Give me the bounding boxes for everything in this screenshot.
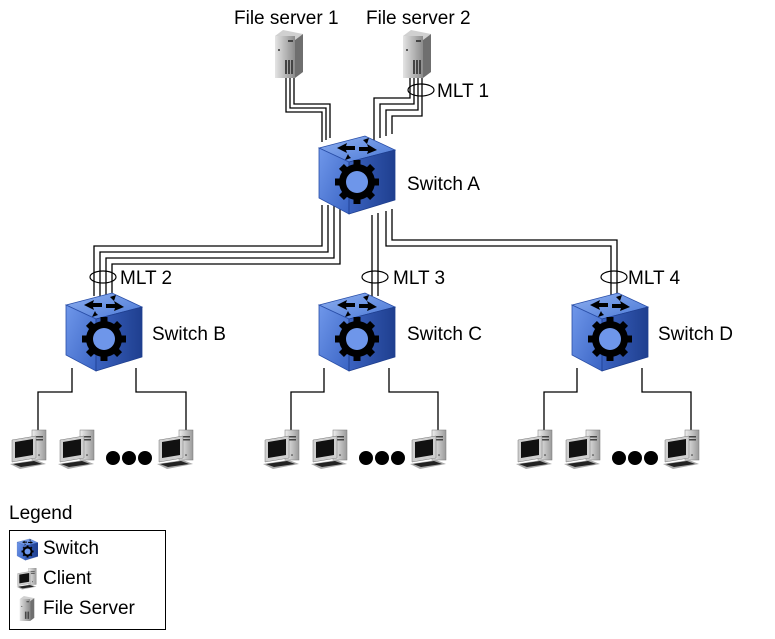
ellipsis-dot <box>122 451 136 465</box>
client-group-switch-b <box>9 429 194 470</box>
link-fs1-switch-a <box>285 78 323 142</box>
switch-icon <box>571 292 649 372</box>
mlt-4-ring <box>600 270 628 284</box>
link-switch-a-switch-d <box>391 209 618 296</box>
links <box>37 78 692 430</box>
link-switch-c-client <box>388 368 439 430</box>
client-icon <box>563 429 601 470</box>
client-icon <box>156 429 194 470</box>
switch-c-label: Switch C <box>407 324 482 345</box>
client-icon <box>16 568 37 590</box>
client-icon <box>9 429 47 470</box>
legend-title: Legend <box>9 503 73 524</box>
ellipsis-dot <box>644 451 658 465</box>
client-group-switch-d <box>515 429 700 470</box>
client-icon <box>515 429 553 470</box>
ellipsis-dot <box>391 451 405 465</box>
link-switch-d-client <box>641 368 692 430</box>
legend-item-file-server: File Server <box>16 595 135 623</box>
link-switch-a-switch-b <box>111 205 341 296</box>
ellipsis-dot <box>375 451 389 465</box>
file-server-2-label: File server 2 <box>366 8 471 29</box>
link-fs2-switch-a <box>385 78 419 136</box>
mlt-2-ring <box>89 270 117 284</box>
switch-d-label: Switch D <box>658 324 733 345</box>
mlt-3-label: MLT 3 <box>393 268 445 289</box>
ellipsis-dot <box>138 451 152 465</box>
client-icon <box>409 429 447 470</box>
legend-item-switch: Switch <box>16 535 99 563</box>
file-server-1: File server 1 <box>234 8 339 78</box>
file-server-icon <box>403 30 431 78</box>
link-switch-c-client <box>290 368 325 430</box>
switch-a-label: Switch A <box>407 174 480 195</box>
link-fs1-switch-a <box>289 78 327 140</box>
client-icon <box>662 429 700 470</box>
link-switch-d-client <box>543 368 578 430</box>
switch-icon <box>16 538 38 561</box>
link-fs1-switch-a <box>293 78 331 138</box>
mlt-3-ring <box>361 270 389 284</box>
ellipsis-dot <box>612 451 626 465</box>
client-group-switch-c <box>262 429 447 470</box>
legend-item-label: Client <box>43 568 92 589</box>
client-icon <box>262 429 300 470</box>
file-server-2: File server 2 <box>366 8 471 78</box>
switch-b: Switch B <box>65 292 226 372</box>
switch-d: Switch D <box>571 292 733 372</box>
link-fs2-switch-a <box>373 78 411 140</box>
link-switch-a-switch-b <box>105 205 335 296</box>
mlt-2-label: MLT 2 <box>120 268 172 289</box>
legend-item-label: Switch <box>43 538 99 559</box>
file-server-icon <box>19 596 35 621</box>
switch-c: Switch C <box>318 292 482 372</box>
ellipsis-dot <box>628 451 642 465</box>
switch-icon <box>318 135 396 215</box>
switch-a: Switch A <box>318 135 480 215</box>
link-switch-a-switch-b <box>93 205 323 296</box>
link-switch-b-client <box>135 368 187 430</box>
link-fs2-switch-a <box>379 78 415 138</box>
legend-item-client: Client <box>16 565 92 593</box>
switch-icon <box>318 292 396 372</box>
link-switch-b-client <box>37 368 73 430</box>
client-icon <box>310 429 348 470</box>
legend: Switch Client File Server <box>9 530 166 630</box>
ellipsis-dot <box>359 451 373 465</box>
client-icon <box>57 429 95 470</box>
legend-item-label: File Server <box>43 598 135 619</box>
mlt-1-ring <box>407 83 435 97</box>
ellipsis-dot <box>106 451 120 465</box>
link-switch-a-switch-b <box>99 205 329 296</box>
file-server-1-label: File server 1 <box>234 8 339 29</box>
file-server-icon <box>275 30 303 78</box>
link-fs2-switch-a <box>391 78 423 134</box>
mlt-4-label: MLT 4 <box>628 268 681 289</box>
switch-icon <box>65 292 143 372</box>
mlt-1-label: MLT 1 <box>437 81 489 102</box>
switch-b-label: Switch B <box>152 324 226 345</box>
